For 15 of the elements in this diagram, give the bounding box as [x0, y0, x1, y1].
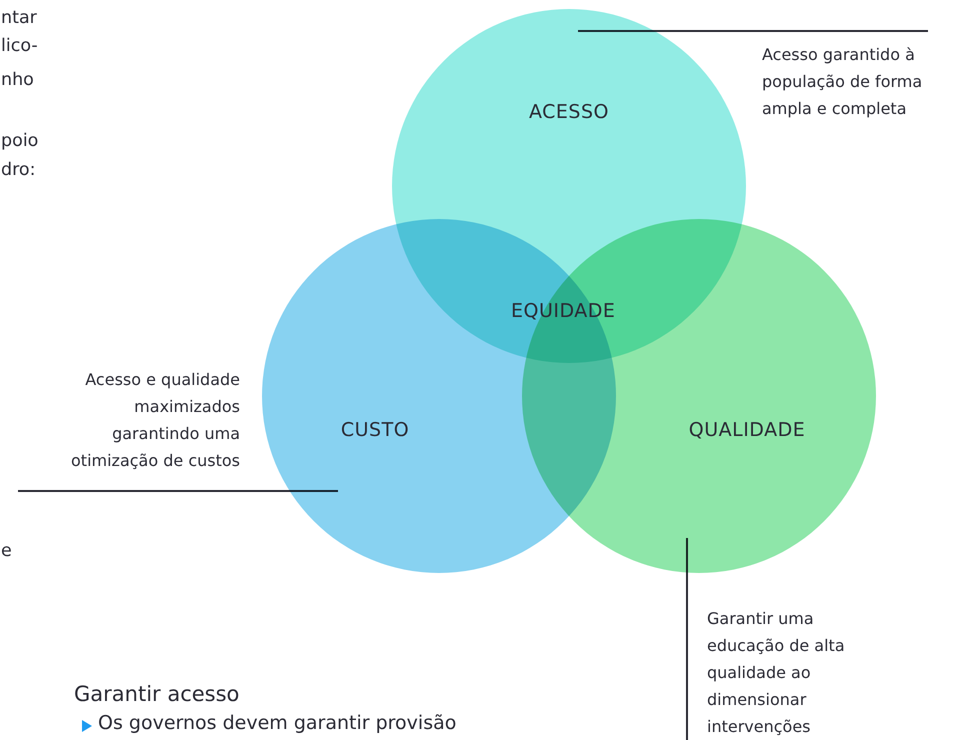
body-text: e	[1, 541, 12, 561]
circle-label: QUALIDADE	[688, 419, 806, 441]
body-text: poio	[1, 131, 38, 151]
body-text: ntar	[1, 8, 37, 28]
bullet-text: Os governos devem garantir provisão	[98, 712, 456, 734]
section-heading: Garantir acesso	[74, 682, 240, 706]
callout-text: Garantir uma educação de alta qualidade ao dimensionar intervenções	[687, 605, 872, 740]
overlap-label: EQUIDADE	[511, 300, 616, 322]
callout-text: Acesso e qualidade maximizados garantindo uma otimização de custos	[50, 366, 240, 491]
body-text: lico-	[1, 36, 38, 56]
circle-label: ACESSO	[529, 101, 609, 123]
circle-label: CUSTO	[340, 419, 410, 441]
callout-text: Acesso garantido à população de forma ampla e completa	[762, 31, 940, 147]
body-text: dro:	[1, 160, 36, 180]
body-text: nho	[1, 70, 34, 90]
